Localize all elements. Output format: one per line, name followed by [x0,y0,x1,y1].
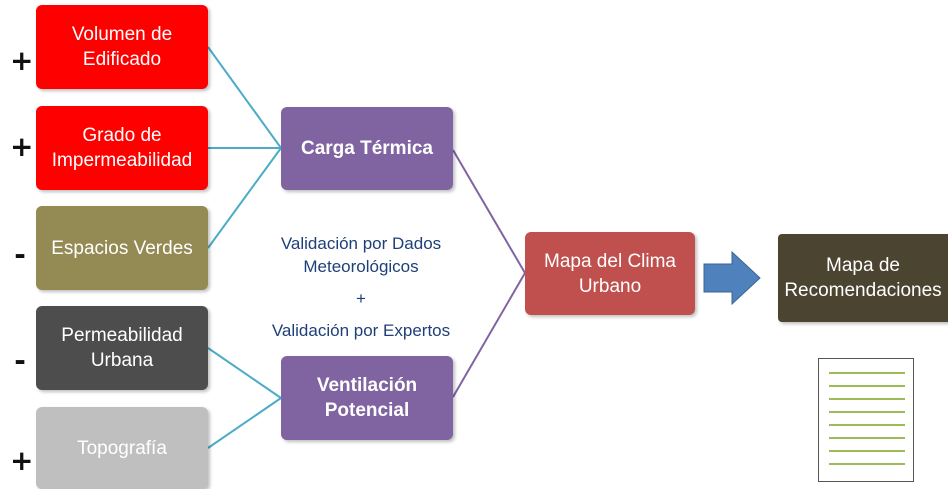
validacion-plus: + [356,289,366,308]
sign-grado: + [10,130,34,163]
box-volumen-edificado: Volumen de Edificado [36,5,208,89]
box-mapa-clima-urbano: Mapa del Clima Urbano [525,232,695,315]
document-icon [818,358,914,482]
label-volumen-edificado: Volumen de Edificado [71,24,173,70]
connector-topografia-ventilacion [207,397,282,449]
box-ventilacion-potencial: Ventilación Potencial [281,356,453,440]
label-espacios-verdes: Espacios Verdes [51,237,193,259]
box-mapa-recomendaciones: Mapa de Recomendaciones [778,234,948,322]
box-grado-impermeabilidad: Grado de Impermeabilidad [36,106,208,190]
connector-carga-mapa [452,149,526,274]
validacion-dados-line2: Meteorológicos [303,257,419,276]
label-topografia: Topografía [77,437,167,459]
sign-topografia: + [10,444,34,477]
document-lines [829,372,905,465]
sign-volumen: + [10,44,34,77]
box-topografia: Topografía [36,407,208,489]
box-carga-termica: Carga Térmica [281,107,453,190]
sign-espacios: - [14,238,26,271]
sign-permeabilidad: - [14,344,26,377]
box-permeabilidad-urbana: Permeabilidad Urbana [36,306,208,390]
box-espacios-verdes: Espacios Verdes [36,206,208,290]
validacion-dados-line1: Validación por Dados [280,234,442,253]
label-ventilacion-potencial: Ventilación Potencial [316,375,418,421]
label-mapa-recomendaciones: Mapa de Recomendaciones [784,255,942,301]
connector-volumen-carga [207,46,282,149]
label-grado-impermeabilidad: Grado de Impermeabilidad [51,125,193,171]
block-arrow [703,250,761,306]
label-mapa-clima-urbano: Mapa del Clima Urbano [544,250,676,297]
connector-espacios-carga [207,147,282,249]
label-carga-termica: Carga Térmica [300,138,433,159]
label-permeabilidad-urbana: Permeabilidad Urbana [61,325,183,371]
connector-permeabilidad-ventilacion [207,347,282,399]
validacion-expertos: Validación por Expertos [271,321,451,340]
connector-ventilacion-mapa [452,272,526,398]
